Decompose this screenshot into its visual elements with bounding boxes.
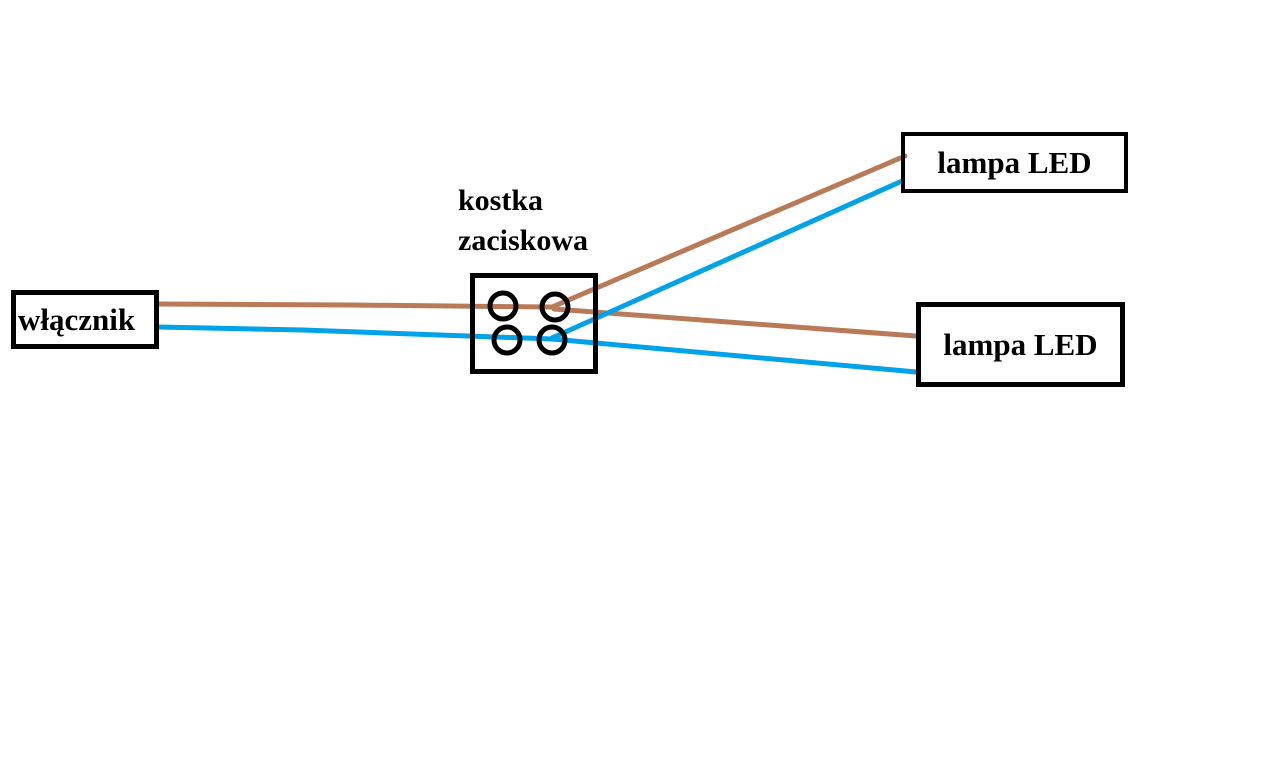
wire-brown-switch-to-block <box>155 301 555 310</box>
lamp-led-bottom-label: lampa LED <box>943 326 1098 362</box>
wire-blue-block-to-lamp-bottom <box>549 336 919 375</box>
terminal-circle-top-right <box>539 291 571 323</box>
switch-node: włącznik <box>11 290 159 349</box>
lamp-led-top-node: lampa LED <box>901 132 1128 193</box>
lamp-led-bottom-node: lampa LED <box>916 302 1125 387</box>
lamp-led-top-label: lampa LED <box>937 144 1092 180</box>
terminal-block-node <box>470 273 598 374</box>
wire-blue-block-to-lamp-top <box>549 178 905 341</box>
terminal-block-label-line2: zaciskowa <box>458 224 588 257</box>
terminal-circle-bottom-right <box>536 324 568 356</box>
terminal-circle-bottom-left <box>491 324 523 356</box>
wire-blue-switch-to-block <box>155 324 555 342</box>
terminal-block-label-line1: kostka <box>458 184 544 217</box>
wire-brown-block-to-lamp-top <box>549 153 908 310</box>
terminal-circle-top-left <box>487 290 519 322</box>
switch-label: włącznik <box>18 301 136 337</box>
terminal-block-label: kostka zaciskowa <box>458 181 588 261</box>
wire-brown-block-to-lamp-bottom <box>551 306 919 339</box>
